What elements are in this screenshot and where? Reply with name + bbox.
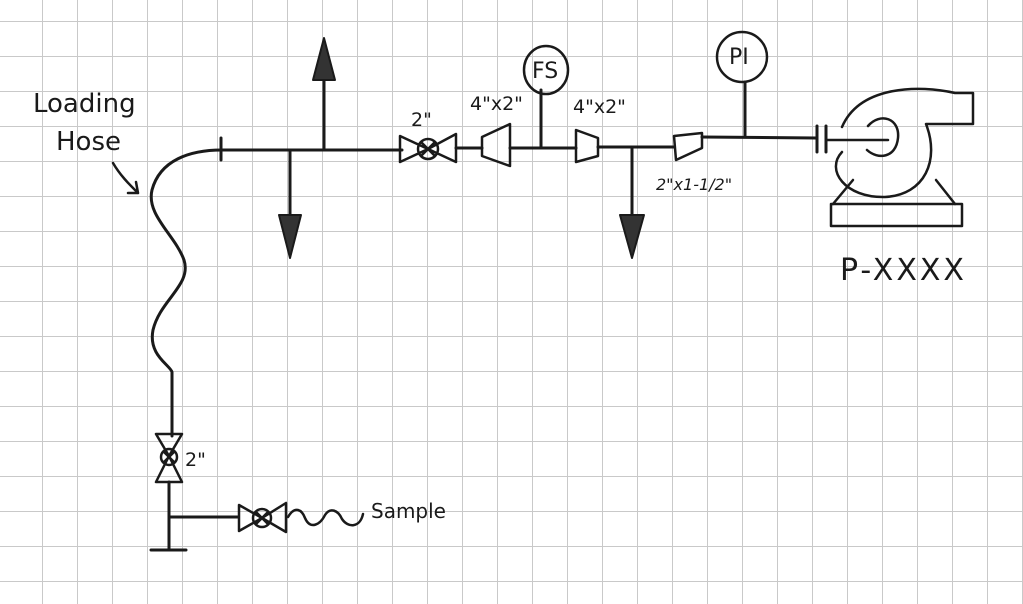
valve-main: [398, 132, 458, 164]
label-reducer3-size: 2"x1-1/2": [656, 175, 732, 194]
valve-bottom: [154, 432, 184, 484]
reducer-2: [574, 128, 600, 164]
label-valve-bottom-size: 2": [185, 449, 206, 471]
pipe-segment: [700, 135, 818, 140]
arrow-down-2: [619, 145, 645, 259]
label-loading: Loading: [33, 89, 136, 119]
instrument-fs: [522, 44, 570, 150]
label-hose: Hose: [56, 127, 121, 157]
reducer-1: [480, 122, 512, 168]
loading-hose: [149, 148, 224, 438]
label-reducer1-size: 4"x2": [470, 93, 523, 115]
hose-callout-arrow: [111, 161, 140, 195]
reducer-3: [672, 131, 704, 162]
label-pump-tag: P-XXXX: [840, 253, 967, 288]
label-fs: FS: [532, 59, 558, 84]
arrow-up-1: [312, 37, 336, 152]
sample-hose: [286, 508, 365, 527]
arrow-down-1: [278, 148, 302, 259]
flange: [815, 124, 828, 154]
pump: [829, 87, 975, 228]
label-sample: Sample: [371, 499, 446, 523]
label-reducer2-size: 4"x2": [573, 96, 626, 118]
valve-sample: [237, 501, 288, 534]
instrument-pi: [715, 30, 769, 139]
label-pi: PI: [729, 45, 749, 70]
label-valve-main-size: 2": [411, 109, 432, 131]
